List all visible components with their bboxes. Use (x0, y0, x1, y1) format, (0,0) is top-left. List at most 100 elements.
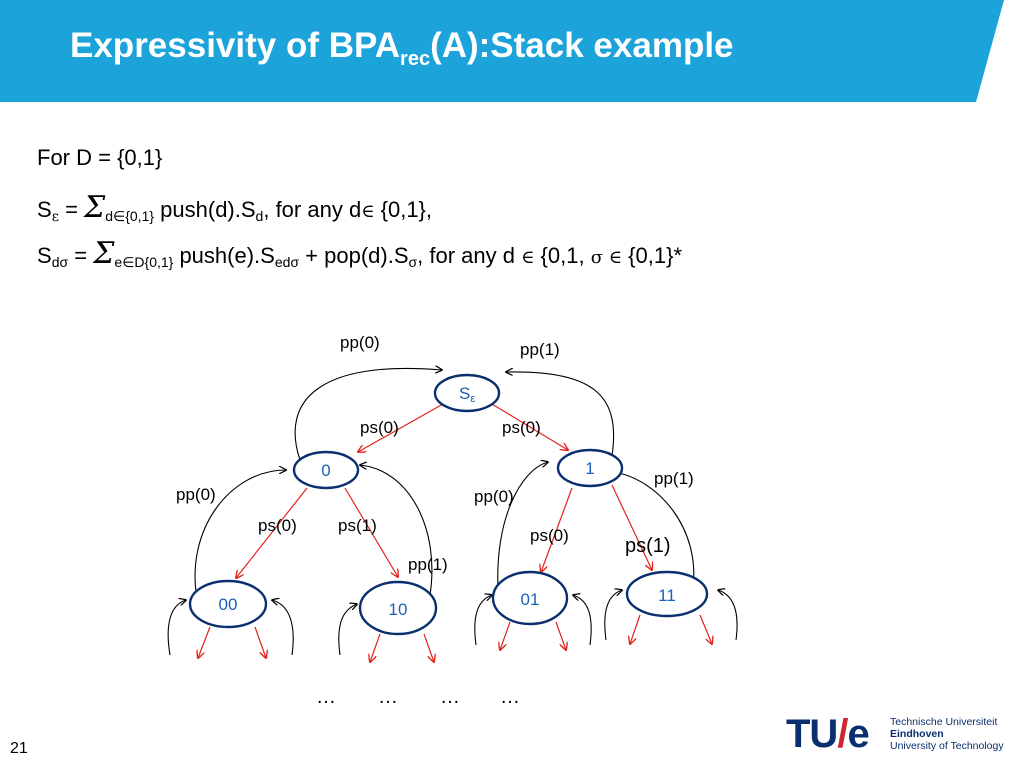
node-00 (188, 579, 268, 629)
edge-pop-n01-to-n1 (497, 462, 548, 589)
slide-title: Expressivity of BPArec(A):Stack example (70, 26, 734, 71)
eq3-sum-sub: e∈D{0,1} (114, 254, 174, 270)
sigma-symbol: Σ (93, 236, 115, 271)
node-01 (491, 570, 569, 626)
ellipsis-4: … (500, 686, 520, 708)
eq2-lhs-sub: ε (51, 209, 59, 225)
edge-label-ps0-n1: ps(0) (530, 526, 569, 545)
eq3-eq: = (68, 243, 94, 268)
edge-pop-n00-to-n0 (194, 470, 286, 599)
ellipsis-3: … (440, 686, 460, 708)
eq3-body1: push(e).S (173, 243, 275, 268)
edge-push-root-to-n0 (358, 403, 444, 452)
element-of-symbol: ∈ (361, 201, 375, 222)
title-bar-background (0, 0, 1004, 102)
edge-push-n1-to-n01 (541, 487, 573, 572)
page-number: 21 (10, 740, 28, 757)
edge-label-ps1-n1: ps(1) (625, 535, 671, 557)
edge-out-n00-right (254, 626, 266, 658)
edge-pop-n11-to-n1 (614, 472, 695, 588)
eq3-body3: , for any d (417, 243, 522, 268)
node-01-label: 01 (521, 590, 540, 609)
eq3-body2: + pop(d).S (299, 243, 409, 268)
tue-logo: TU/e Technische Universiteit Eindhoven U… (786, 714, 1016, 756)
edge-incoming-n00-right (272, 600, 294, 656)
eq3-body5: {0,1}* (622, 243, 682, 268)
eq2-body1: push(d).S (154, 197, 256, 222)
node-root-label-sub: ε (470, 393, 475, 405)
edge-out-n00-left (198, 626, 211, 658)
eq2-lhs: S (37, 197, 52, 222)
node-11 (625, 570, 709, 618)
logo-line-2: Eindhoven (890, 728, 944, 740)
edge-label-ps0-right: ps(0) (502, 418, 541, 437)
edge-out-n10-right (423, 633, 434, 662)
node-1-label: 1 (585, 459, 594, 478)
element-of-symbol: ∈ (603, 247, 623, 268)
eq3-body4: {0,1, (534, 243, 591, 268)
node-11-label: 11 (658, 586, 676, 605)
edge-incoming-n11-left (604, 590, 622, 641)
eq2-eq: = (58, 197, 85, 222)
eq2-sum-sub: d∈{0,1} (105, 208, 155, 224)
tue-logo-text: Technische Universiteit Eindhoven Univer… (890, 716, 1004, 752)
edge-push-n1-to-n11 (611, 484, 652, 570)
edge-label-ps0-left: ps(0) (360, 418, 399, 437)
edge-out-n10-left (370, 633, 381, 662)
ellipsis-1: … (316, 686, 336, 708)
equation-line-3: Sdσ = Σe∈D{0,1} push(e).Sedσ + pop(d).Sσ… (37, 236, 682, 271)
node-0-label: 0 (321, 461, 330, 480)
eq3-lhs: S (37, 243, 52, 268)
node-root-label-main: S (459, 384, 470, 403)
edge-incoming-n01-left (474, 595, 492, 646)
edge-label-pp0-top: pp(0) (340, 333, 380, 352)
ellipsis-2: … (378, 686, 398, 708)
title-bar-shape (0, 0, 1004, 102)
eq2-body2: , for any d (263, 197, 362, 222)
title-tail: (A):Stack example (430, 26, 734, 65)
tue-logo-mark: TU/e (786, 712, 870, 756)
logo-mark-slash: / (837, 712, 848, 756)
edge-label-pp1-top: pp(1) (520, 340, 560, 359)
edge-pop-n1-to-root (506, 372, 615, 457)
edge-out-n11-right (699, 614, 712, 644)
node-root-label: Sε (459, 384, 475, 405)
node-0 (292, 450, 360, 490)
node-root (433, 373, 501, 413)
title-subscript: rec (400, 48, 431, 70)
edge-pop-n0-to-root (294, 368, 442, 461)
title-bar: Expressivity of BPArec(A):Stack example (0, 0, 1024, 102)
title-main: Expressivity of BPA (70, 26, 401, 65)
edge-push-root-to-n1 (491, 403, 568, 450)
eq3-body2-sub: σ (408, 254, 418, 270)
edge-push-n0-to-n00 (236, 487, 308, 578)
edge-incoming-n01-right (573, 595, 592, 646)
edge-pop-n10-to-n0 (360, 465, 433, 596)
edge-incoming-n10-left (338, 604, 357, 656)
edge-push-n0-to-n10 (344, 487, 398, 577)
node-10 (358, 580, 438, 636)
sigma-symbol: Σ (84, 190, 106, 225)
eq3-lhs-sub: dσ (51, 254, 69, 270)
eq2-body3: {0,1}, (374, 197, 433, 222)
edge-label-pp1-n10: pp(1) (408, 555, 448, 574)
edge-label-pp1-n1: pp(1) (654, 469, 694, 488)
sigma-small-symbol: σ (590, 247, 603, 268)
edge-label-pp0-n1: pp(0) (474, 487, 514, 506)
edge-label-pp0-n0: pp(0) (176, 485, 216, 504)
eq2-body1-sub: d (255, 208, 264, 224)
node-00-label: 00 (219, 595, 238, 614)
element-of-symbol: ∈ (521, 247, 535, 268)
logo-line-1: Technische Universiteit (890, 716, 998, 728)
edge-out-n01-left (500, 621, 511, 650)
node-1 (556, 448, 624, 488)
logo-line-3: University of Technology (890, 740, 1004, 752)
edge-label-ps0-n0: ps(0) (258, 516, 297, 535)
edge-out-n01-right (555, 621, 566, 650)
eq3-body1-sub: edσ (274, 254, 300, 270)
edge-incoming-n11-right (718, 590, 738, 641)
equation-line-1: For D = {0,1} (37, 145, 163, 170)
logo-mark-e: e (847, 712, 869, 756)
node-10-label: 10 (389, 600, 408, 619)
